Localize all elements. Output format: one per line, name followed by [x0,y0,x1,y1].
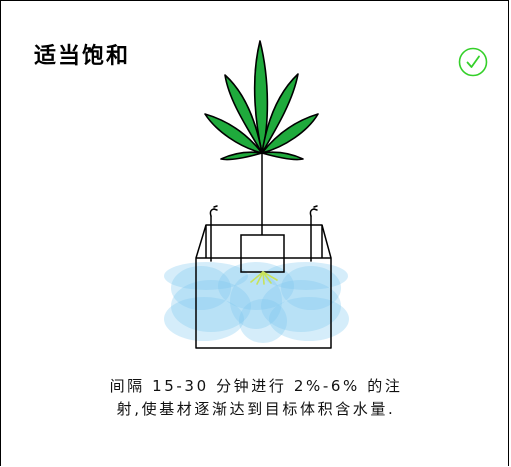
description-line-2: 射,使基材逐渐达到目标体积含水量. [116,400,396,418]
water-saturation-zone [164,262,349,343]
drip-emitter-right [309,205,318,262]
roots [250,271,278,285]
check-circle-icon [458,47,488,77]
drip-emitter-left [209,205,218,262]
substrate-cube [195,224,332,349]
plant-leaf [204,40,319,161]
card-title: 适当饱和 [34,44,131,69]
description-line-1: 间隔 15-30 分钟进行 2%-6% 的注 [109,377,403,395]
description-text: 间隔 15-30 分钟进行 2%-6% 的注 射,使基材逐渐达到目标体积含水量. [41,375,471,421]
